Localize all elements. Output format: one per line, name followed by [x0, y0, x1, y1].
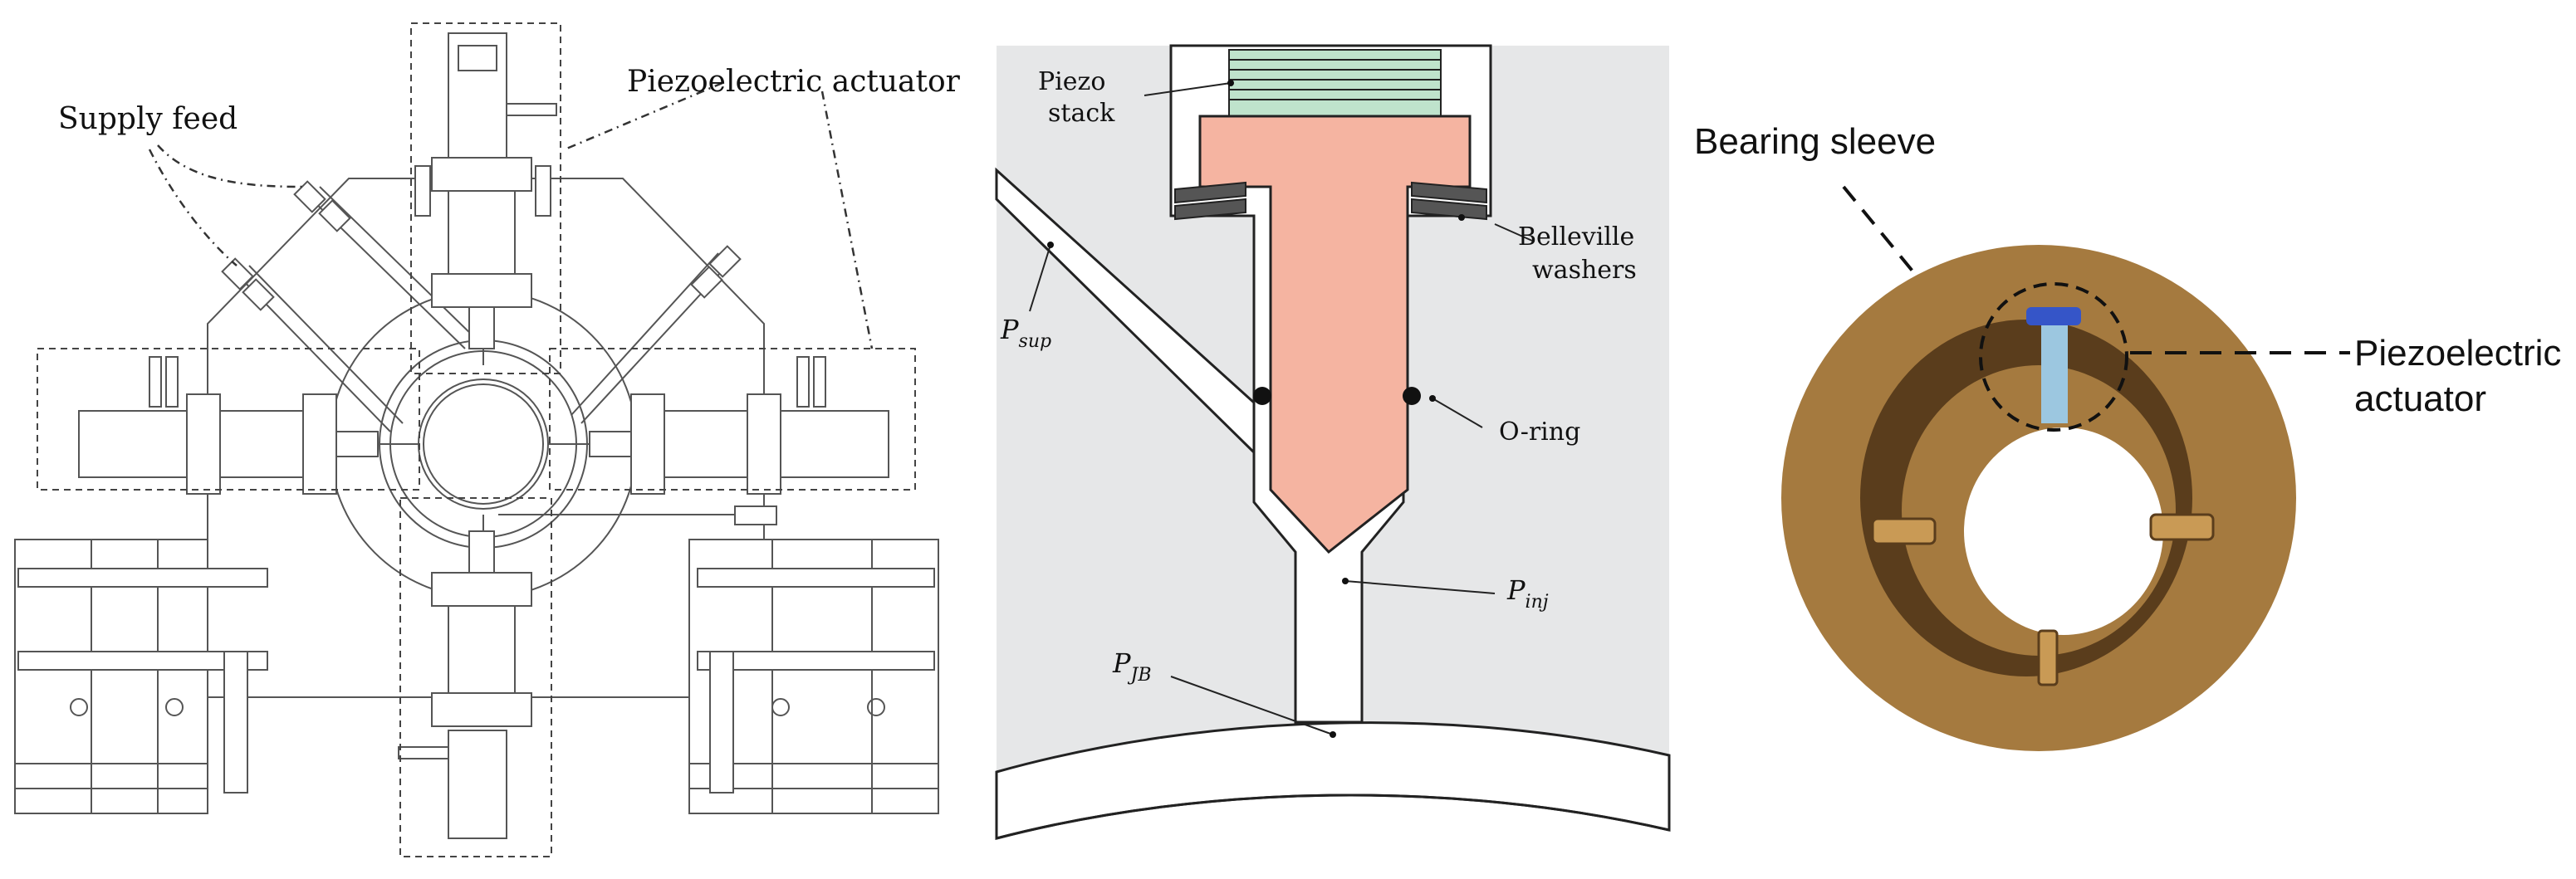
leader-bearing-sleeve [1842, 185, 1920, 280]
supply-fitting-4 [242, 278, 275, 311]
supply-line-left-2 [319, 186, 478, 341]
label-supply-feed: Supply feed [58, 102, 238, 136]
leader-belleville [1494, 223, 1533, 242]
leader-dot-p-sup [1047, 242, 1054, 248]
supply-line-left-4 [248, 265, 404, 424]
piezo-stack [1228, 49, 1442, 117]
dashed-box-bottom [399, 497, 552, 857]
label-piezo-stack-2: stack [1048, 99, 1115, 128]
label-p-inj: Pinj [1506, 574, 1549, 613]
radial-pin-right [2149, 513, 2215, 541]
leader-dot-p-jb [1330, 731, 1336, 738]
leader-o-ring [1432, 398, 1483, 428]
leader-dot-piezo-stack [1227, 80, 1234, 86]
label-o-ring: O-ring [1499, 418, 1580, 447]
base-block-right [688, 539, 939, 814]
sleeve-actuator-cap [2026, 307, 2081, 325]
actuator-bottom [398, 505, 777, 839]
label-p-sup: Psup [1000, 314, 1051, 352]
leader-p-sup [1029, 244, 1051, 312]
label-belleville-2: washers [1532, 256, 1637, 285]
o-ring-right [1403, 387, 1421, 405]
leader-piezo-stack [1144, 82, 1232, 96]
supply-line-right-2 [571, 252, 719, 416]
leader-supply-feed-2 [148, 149, 238, 266]
label-belleville-1: Belleville [1518, 222, 1634, 251]
sleeve-bore [1964, 427, 2163, 635]
o-ring-left [1253, 387, 1271, 405]
rig-schematic: Supply feed Piezoelectric actuator [14, 22, 961, 857]
label-piezo-actuator-right-2: actuator [2354, 378, 2486, 419]
actuator-highlight-circle [1979, 282, 2128, 432]
dashed-box-top [410, 22, 561, 374]
journal-circle [418, 378, 549, 510]
supply-fitting-2 [318, 199, 351, 232]
radial-pin-bottom [2037, 629, 2059, 686]
label-piezo-actuator-left: Piezoelectric actuator [627, 65, 961, 99]
belleville-washers [1174, 181, 1487, 221]
supply-fitting-6 [690, 266, 723, 299]
supply-channel [995, 167, 1256, 456]
supply-fitting-5 [708, 245, 742, 278]
actuator-top [414, 32, 557, 365]
label-bearing-sleeve: Bearing sleeve [1694, 121, 1936, 162]
supply-fitting-1 [293, 180, 326, 213]
label-piezo-actuator-right-1: Piezoelectric [2354, 333, 2561, 374]
label-p-jb: PJB [1112, 647, 1152, 686]
supply-fitting-3 [221, 257, 254, 291]
leader-supply-feed-1 [157, 144, 304, 188]
radial-pin-left [1871, 517, 1937, 545]
injector-section: Piezo stack Belleville washers O-ring Ps… [995, 44, 1671, 840]
label-piezo-stack-1: Piezo [1038, 67, 1105, 96]
leader-piezo-actuator-right [820, 90, 874, 349]
journal-circle-inner [423, 383, 544, 505]
sleeve-actuator-body [2041, 320, 2068, 423]
leader-piezo-actuator-top [564, 81, 723, 151]
actuator-right [548, 356, 889, 495]
leader-dot-o-ring [1429, 395, 1436, 402]
bearing-sleeve-render: Bearing sleeve Piezoelectric actuator [1694, 121, 2561, 751]
dashed-box-left [37, 348, 420, 491]
leader-dot-p-inj [1342, 578, 1349, 584]
leader-dot-belleville [1458, 214, 1465, 221]
leader-p-inj [1344, 580, 1496, 594]
actuator-left [78, 356, 419, 495]
journal-surface [996, 794, 1670, 840]
leader-p-jb [1170, 676, 1334, 735]
dashed-box-right [549, 348, 916, 491]
base-block-left [14, 539, 268, 814]
